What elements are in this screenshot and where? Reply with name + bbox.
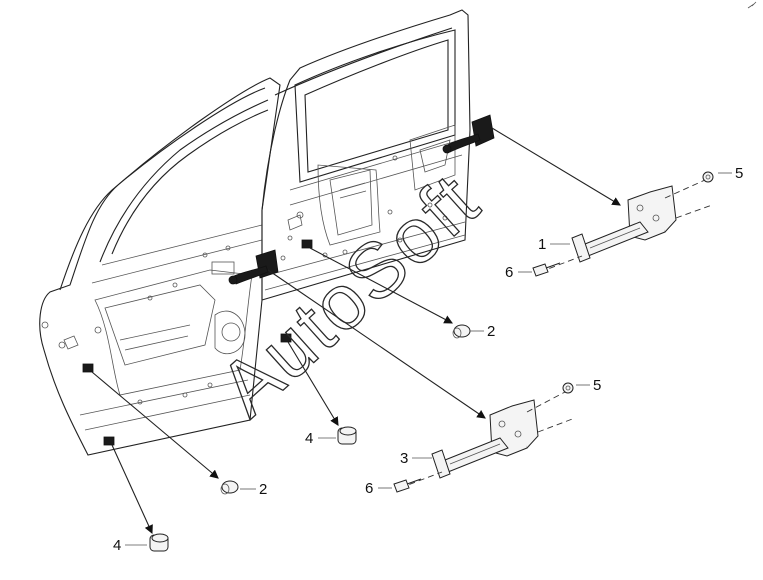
front-nut-5	[702, 171, 714, 183]
callout-4-rear: 4	[113, 537, 121, 554]
callout-4-front: 4	[305, 430, 313, 447]
front-bolt-6	[532, 262, 561, 277]
callout-5-front: 5	[735, 165, 743, 182]
front-door	[261, 9, 471, 301]
rear-nut-5	[562, 382, 574, 394]
autosoft-watermark: AutoSoft	[202, 156, 495, 432]
callout-6-rear: 6	[365, 480, 373, 497]
arrow-rear-bumper-4	[111, 444, 153, 535]
arrow-rear-bumper-2	[91, 371, 219, 479]
arrow-front-check	[491, 127, 621, 206]
rear-bumper-mounted-b	[103, 436, 115, 446]
front-bumper-mounted-a	[301, 239, 313, 249]
rear-bolt-6	[393, 478, 422, 493]
front-door-check-mounted	[442, 114, 495, 154]
rear-door-check-assembly	[399, 391, 576, 489]
arrow-front-bumper-2	[309, 247, 453, 324]
rear-bumper-2	[220, 480, 239, 495]
arrow-rear-check	[267, 269, 486, 419]
front-bumper-4	[337, 426, 357, 445]
rear-bumper-mounted-a	[82, 363, 94, 373]
callout-2-front: 2	[487, 323, 495, 340]
rear-door-check-mounted	[228, 249, 279, 285]
arrow-front-bumper-4	[287, 341, 339, 426]
front-bumper-2	[452, 324, 471, 339]
callout-1: 1	[538, 236, 546, 253]
rear-bumper-4	[149, 533, 169, 552]
front-door-check-assembly	[539, 179, 713, 273]
callout-5-rear: 5	[593, 377, 601, 394]
callout-6-front: 6	[505, 264, 513, 281]
callout-2-rear: 2	[259, 481, 267, 498]
callout-3: 3	[400, 450, 408, 467]
front-bumper-mounted-b	[280, 333, 292, 343]
corner-mark	[747, 1, 757, 9]
rear-door	[39, 77, 281, 456]
